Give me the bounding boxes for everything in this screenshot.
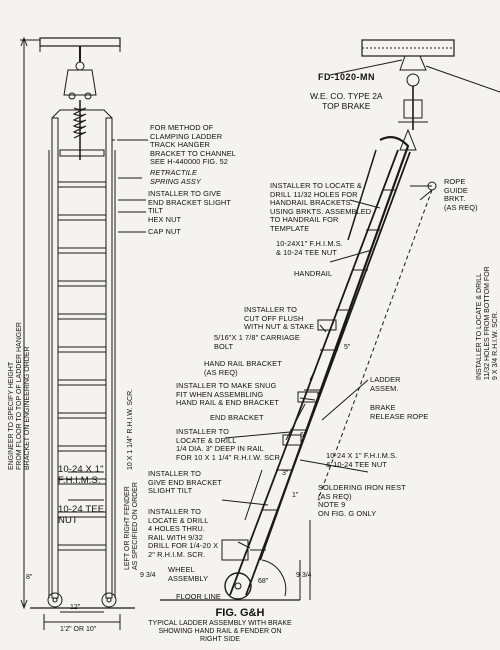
carriage-bolt-label: 5/16"x 1 7/8" CARRIAGE BOLT bbox=[214, 333, 300, 351]
snug-fit-note: INSTALLER TO MAKE SNUG FIT WHEN ASSEMBLI… bbox=[176, 381, 280, 408]
drawing-number: FD-1020-MN bbox=[318, 72, 376, 82]
ladder-side-elevation-with-brake bbox=[160, 39, 500, 601]
end-bracket-tilt2-note: INSTALLER TO GIVE END BRACKET SLIGHT TIL… bbox=[148, 469, 222, 496]
ladder-assem-label: LADDER ASSEM. bbox=[370, 375, 401, 393]
wheel-assembly-label: WHEEL ASSEMBLY bbox=[168, 565, 209, 583]
dim-12-or-10: 1'2" OR 10" bbox=[60, 626, 97, 633]
hand-rail-bracket-label: HAND RAIL BRACKET (AS REQ) bbox=[204, 359, 282, 377]
end-bracket-tilt-note: INSTALLER TO GIVE END BRACKET SLIGHT TIL… bbox=[148, 189, 231, 216]
brake-release-rope-label: BRAKE RELEASE ROPE bbox=[370, 403, 429, 421]
dim-5: 5" bbox=[344, 344, 351, 351]
figure-title: FIG. G&H bbox=[215, 607, 265, 619]
locate-drill-rail-note: INSTALLER TO LOCATE & DRILL 1/4 DIA. 3" … bbox=[176, 427, 283, 462]
retractile-spring-label: RETRACTILE SPRING ASSY bbox=[150, 168, 201, 186]
handrail-label: HANDRAIL bbox=[294, 269, 333, 278]
rope-guide-label: ROPE GUIDE BRKT. (AS REQ) bbox=[444, 177, 478, 212]
dim-9-3-4: 9 3/4 bbox=[140, 572, 156, 579]
fhims-right-label: 10-24 x 1" F.H.I.M.S. & 10-24 TEE NUT bbox=[326, 451, 398, 469]
dim-68: 68" bbox=[258, 578, 269, 585]
fhims-top-label: 10-24x1" F.H.I.M.S. & 10-24 TEE NUT bbox=[276, 239, 343, 257]
tee-nut-left-label: 10-24 TEE NUT bbox=[58, 504, 105, 526]
figure-caption: TYPICAL LADDER ASSEMBLY WITH BRAKE SHOWI… bbox=[148, 620, 292, 643]
cap-nut-label: CAP NUT bbox=[148, 227, 182, 236]
hex-nut-label: HEX NUT bbox=[148, 215, 182, 224]
dim-3: 3" bbox=[282, 470, 289, 477]
rhiw-screw-note: 10 x 1 1/4" R.H.I.W. SCR. bbox=[127, 388, 134, 470]
end-bracket-label: END BRACKET bbox=[210, 413, 264, 422]
floor-line-label: FLOOR LINE bbox=[176, 592, 221, 601]
dim-1: 1" bbox=[292, 492, 299, 499]
top-brake-label: W.E. CO. TYPE 2A TOP BRAKE bbox=[310, 91, 383, 111]
dim-6: 6" bbox=[300, 432, 307, 439]
dim-9-3-4-b: 9 3/4 bbox=[296, 572, 312, 579]
fhims-left-label: 10-24 x 1" F.H.I.M.S. bbox=[58, 464, 104, 486]
ladder-front-elevation bbox=[20, 36, 148, 630]
cut-off-note: INSTALLER TO CUT OFF FLUSH WITH NUT & ST… bbox=[244, 305, 315, 332]
clamping-note: FOR METHOD OF CLAMPING LADDER TRACK HANG… bbox=[150, 123, 236, 167]
engineer-height-note: ENGINEER TO SPECIFY HEIGHT FROM FLOOR TO… bbox=[8, 322, 31, 470]
soldering-iron-rest-label: SOLDERING IRON REST (AS REQ) NOTE 9 ON F… bbox=[318, 483, 406, 518]
locate-drill-right-note: INSTALLER TO LOCATE & DRILL 11/32 HOLES … bbox=[476, 266, 499, 380]
locate-drill-4-holes-note: INSTALLER TO LOCATE & DRILL 4 HOLES THRU… bbox=[148, 507, 219, 559]
dim-12: 12" bbox=[70, 604, 81, 611]
locate-drill-handrail-note: INSTALLER TO LOCATE & DRILL 11/32 HOLES … bbox=[270, 181, 372, 233]
dim-8: 8" bbox=[26, 574, 33, 581]
